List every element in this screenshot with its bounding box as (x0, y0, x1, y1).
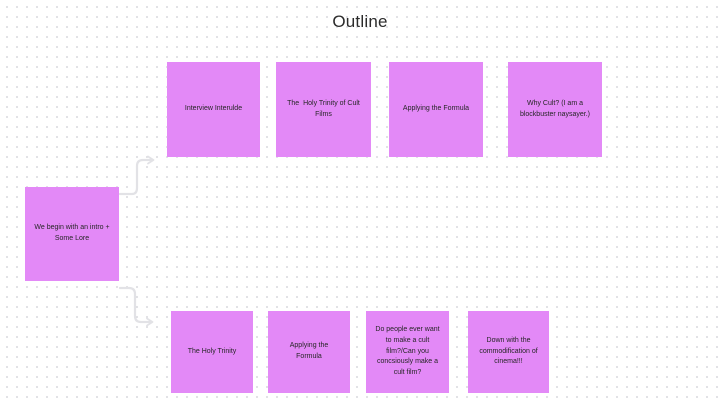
sticky-note-bottom-2[interactable]: Applying the Formula (268, 311, 350, 393)
sticky-note-bottom-4[interactable]: Down with the commodification of cinema!… (468, 311, 549, 393)
sticky-note-text: Interview Interulde (184, 105, 243, 113)
connector-start-to-top-row (118, 155, 155, 196)
sticky-note-text: Applying the Formula (402, 105, 470, 113)
sticky-note-top-4[interactable]: Why Cult? (I am a blockbuster naysayer.) (508, 62, 602, 157)
sticky-note-text: Why Cult? (I am a blockbuster naysayer.) (519, 99, 591, 118)
sticky-note-bottom-3[interactable]: Do people ever want to make a cult film?… (366, 311, 449, 393)
sticky-note-text: The Holy Trinity (187, 347, 237, 355)
sticky-note-top-3[interactable]: Applying the Formula (389, 62, 483, 157)
sticky-note-top-1[interactable]: Interview Interulde (167, 62, 260, 157)
sticky-note-text: Down with the commodification of cinema!… (479, 336, 540, 366)
sticky-note-start[interactable]: We begin with an intro + Some Lore (25, 187, 119, 281)
sticky-note-text: Do people ever want to make a cult film?… (375, 325, 442, 377)
page-title: Outline (332, 12, 388, 31)
sticky-note-bottom-1[interactable]: The Holy Trinity (171, 311, 253, 393)
connector-start-to-bottom-row (118, 286, 154, 327)
sticky-note-text: The Holy Trinity of Cult Films (287, 99, 362, 118)
sticky-note-top-2[interactable]: The Holy Trinity of Cult Films (276, 62, 371, 157)
sticky-note-text: Applying the Formula (289, 342, 331, 360)
sticky-note-text: We begin with an intro + Some Lore (34, 224, 112, 242)
